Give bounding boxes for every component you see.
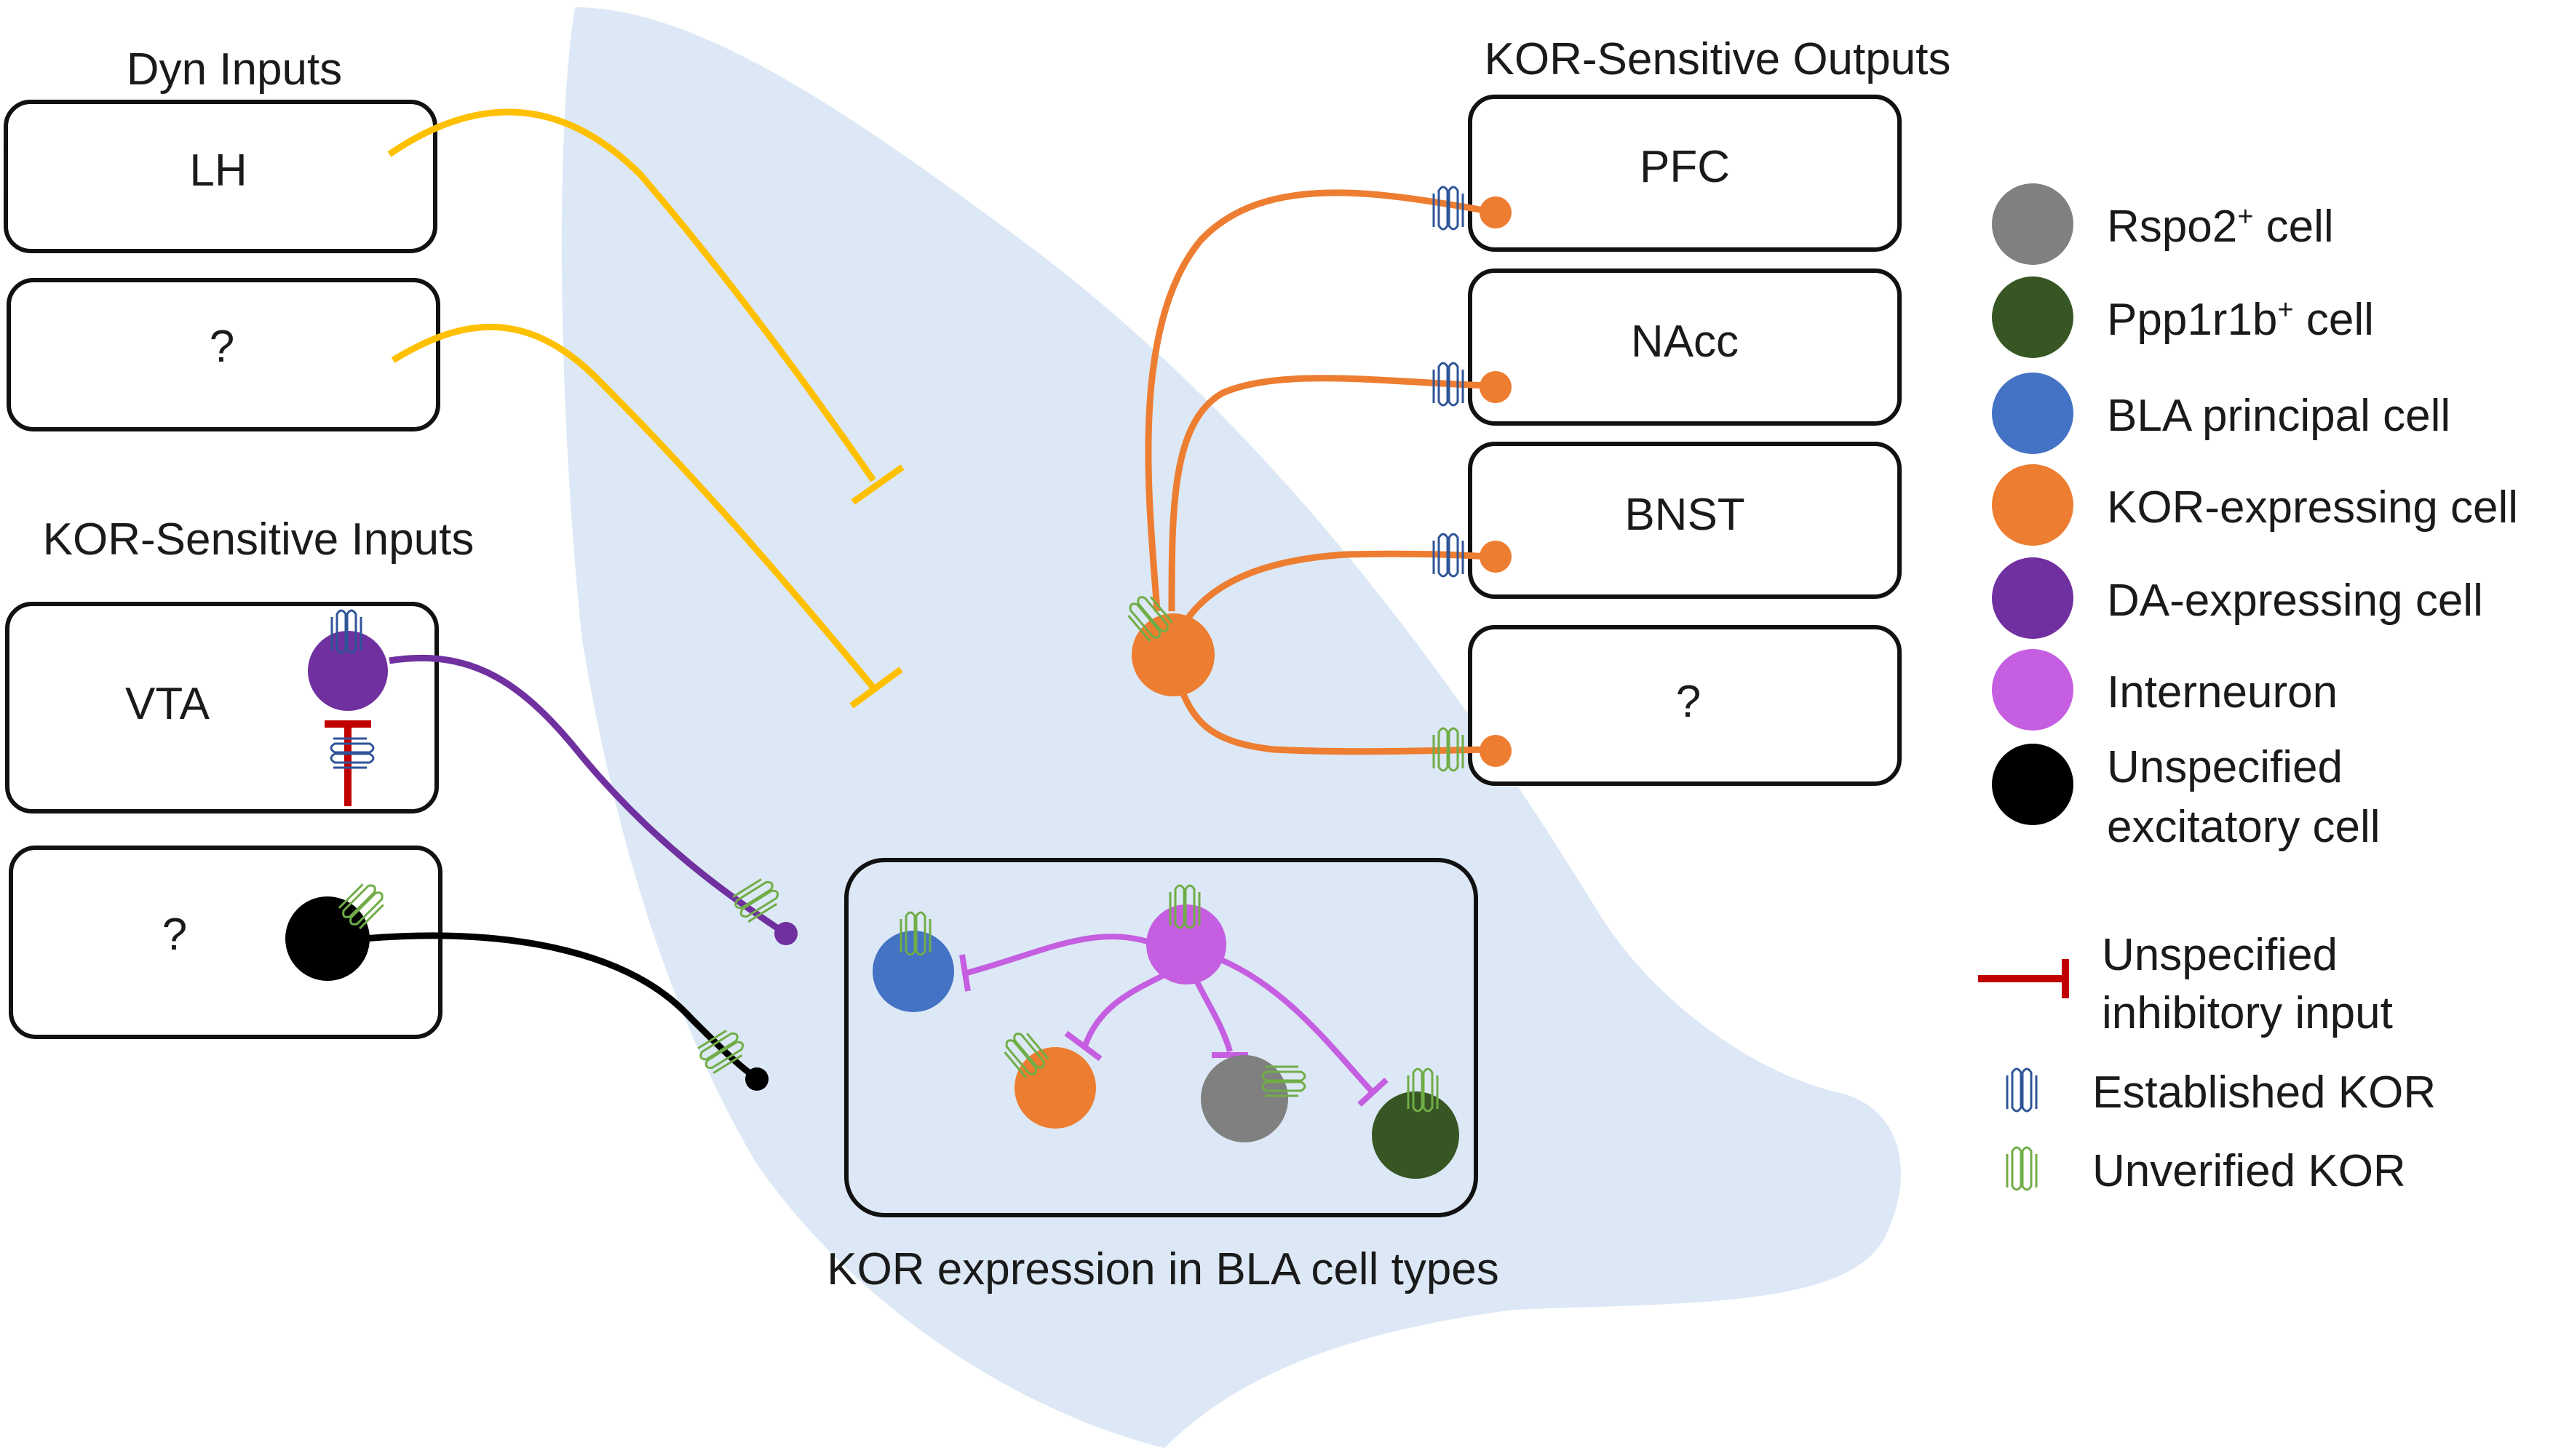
unknown-kor-box <box>9 846 442 1039</box>
pfc-established-kor-icon <box>1432 186 1464 231</box>
bla-region <box>561 7 1901 1448</box>
bnst-terminal <box>1480 541 1512 573</box>
principal-cell-unverified-kor-icon <box>900 911 932 956</box>
unknown-dyn-projection <box>391 323 876 690</box>
nacc-terminal <box>1480 371 1512 403</box>
vta-box <box>5 602 439 813</box>
bnst-established-kor-icon <box>1432 533 1464 578</box>
bla-rspo2-cell <box>1201 1055 1288 1142</box>
unknown-kor-label: ? <box>162 910 187 960</box>
pfc-terminal <box>1480 196 1512 228</box>
interneuron-to-rspo2-cell <box>1191 974 1233 1053</box>
unknown-output-terminal <box>1480 735 1512 767</box>
legend-da-expressing-swatch <box>1992 557 2073 639</box>
nacc-label: NAcc <box>1631 317 1739 367</box>
legend-inhibitory-label-line1: Unspecified <box>2102 930 2338 980</box>
unknown-projection-inhibitory-end <box>849 667 903 709</box>
legend-rspo2-swatch <box>1992 183 2073 265</box>
bla-cell-types-box <box>844 858 1478 1217</box>
pfc-box <box>1468 95 1902 252</box>
legend-ppp1r1b-label: Ppp1r1b+ cell <box>2107 295 2374 345</box>
bla-principal-cell <box>873 931 954 1012</box>
legend-kor-expressing-swatch <box>1992 464 2073 546</box>
legend-rspo2-base: Rspo2 <box>2107 202 2237 252</box>
legend-da-expressing-label: DA-expressing cell <box>2107 576 2483 626</box>
kor-expressing-output-cell <box>1132 613 1215 696</box>
excitatory-projection <box>363 932 763 1083</box>
legend-rspo2-tail: cell <box>2253 202 2333 252</box>
lh-label: LH <box>189 146 247 196</box>
interneuron-to-kor-cell-end <box>1064 1030 1103 1062</box>
bla-ppp1r1b-cell <box>1372 1091 1459 1179</box>
nacc-established-kor-icon <box>1432 362 1464 407</box>
projection-to-pfc <box>1145 189 1489 612</box>
interneuron-to-ppp1r1b-cell <box>1221 958 1374 1094</box>
interneuron-to-kor-cell <box>1081 968 1173 1049</box>
unknown-output-box <box>1468 625 1902 786</box>
legend: Rspo2+ cell Ppp1r1b+ cell BLA principal … <box>1978 183 2518 1196</box>
legend-excitatory-label-line2: excitatory cell <box>2107 802 2381 852</box>
ppp1r1b-cell-unverified-kor-icon <box>1407 1067 1439 1113</box>
kor-inputs-heading: KOR-Sensitive Inputs <box>43 514 475 565</box>
bnst-box <box>1468 442 1902 599</box>
legend-rspo2-label: Rspo2+ cell <box>2107 202 2334 252</box>
interneuron-to-ppp1r1b-cell-end <box>1357 1078 1389 1107</box>
vta-inhibitory-established-kor-icon <box>330 737 375 769</box>
dyn-inputs-heading: Dyn Inputs <box>127 44 342 95</box>
bla-interneuron <box>1146 904 1226 984</box>
vta-da-cell-established-kor-icon <box>330 609 362 654</box>
legend-established-kor-icon <box>2006 1067 2038 1113</box>
unknown-dyn-label: ? <box>210 322 234 372</box>
legend-unverified-kor-icon <box>2006 1146 2038 1191</box>
interneuron-to-principal <box>963 934 1151 976</box>
bnst-label: BNST <box>1624 490 1744 540</box>
bla-caption: KOR expression in BLA cell types <box>827 1244 1499 1294</box>
excitatory-terminal <box>745 1067 769 1091</box>
projection-to-nacc <box>1168 375 1489 612</box>
legend-unverified-kor-label: Unverified KOR <box>2092 1146 2406 1196</box>
legend-interneuron-label: Interneuron <box>2107 667 2338 717</box>
legend-bla-principal-swatch <box>1992 373 2073 454</box>
legend-established-kor-label: Established KOR <box>2092 1067 2436 1118</box>
legend-ppp1r1b-sup: + <box>2277 295 2293 325</box>
vta-da-terminal <box>774 922 798 945</box>
legend-inhibitory-label-line2: inhibitory input <box>2102 988 2393 1038</box>
interneuron-unverified-kor-icon <box>1169 884 1201 929</box>
legend-ppp1r1b-base: Ppp1r1b <box>2107 295 2277 345</box>
legend-kor-expressing-label: KOR-expressing cell <box>2107 482 2518 533</box>
legend-interneuron-swatch <box>1992 649 2073 731</box>
lh-projection-inhibitory-end <box>851 464 905 505</box>
rspo2-cell-unverified-kor-icon <box>1261 1065 1306 1097</box>
vta-label: VTA <box>125 679 210 729</box>
vta-da-cell <box>308 631 388 711</box>
nacc-box <box>1468 268 1902 426</box>
bla-kor-expressing-cell <box>1015 1047 1096 1129</box>
legend-excitatory-label-line1: Unspecified <box>2107 742 2343 792</box>
interneuron-to-principal-end <box>959 954 971 992</box>
unknown-output-unverified-kor-icon <box>1432 727 1464 772</box>
legend-ppp1r1b-swatch <box>1992 277 2073 358</box>
vta-da-projection <box>389 654 785 934</box>
pfc-label: PFC <box>1640 142 1730 192</box>
unknown-dyn-box <box>7 278 440 431</box>
unknown-output-label: ? <box>1676 677 1701 727</box>
legend-ppp1r1b-tail: cell <box>2294 295 2374 345</box>
lh-box <box>4 100 437 253</box>
legend-bla-principal-label: BLA principal cell <box>2107 391 2450 441</box>
legend-excitatory-swatch <box>1992 744 2073 825</box>
kor-outputs-heading: KOR-Sensitive Outputs <box>1485 34 1951 84</box>
lh-dyn-projection <box>387 108 876 482</box>
legend-rspo2-sup: + <box>2237 202 2253 232</box>
